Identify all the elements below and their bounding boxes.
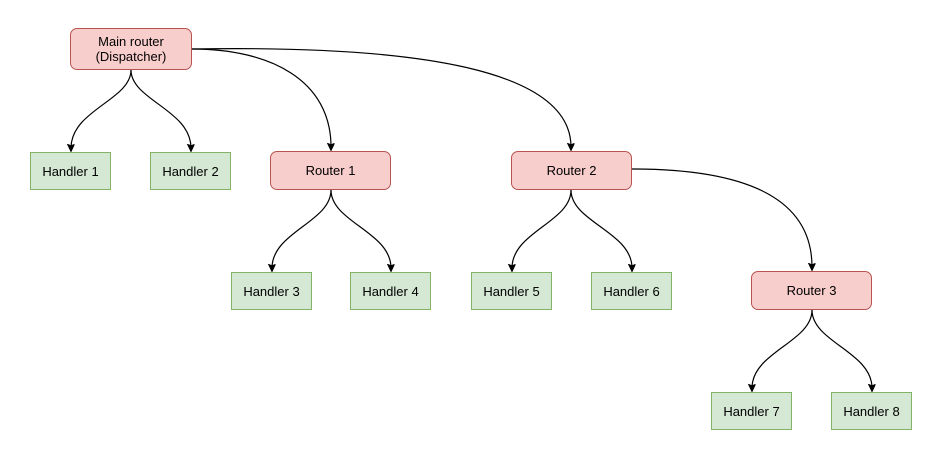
edge-router-2-to-router-3	[631, 168, 812, 267]
edge-router-3-to-handler-8	[811, 309, 872, 388]
edge-router-2-to-handler-6	[570, 189, 632, 268]
node-handler-1[interactable]: Handler 1	[30, 152, 111, 190]
node-handler-7[interactable]: Handler 7	[711, 392, 792, 430]
edge-main-to-router-2	[191, 48, 571, 147]
edge-router-2-to-handler-5	[512, 189, 572, 268]
node-label-handler-6: Handler 6	[603, 283, 660, 299]
edge-router-3-to-handler-7	[752, 309, 813, 388]
edge-router-1-to-handler-3	[272, 189, 332, 268]
node-handler-4[interactable]: Handler 4	[350, 272, 431, 310]
node-label-router-1: Router 1	[305, 163, 356, 178]
node-router-3[interactable]: Router 3	[751, 271, 872, 310]
node-label-handler-2: Handler 2	[162, 163, 219, 179]
node-label-handler-3: Handler 3	[243, 283, 300, 299]
node-label-main-router: Main router (Dispatcher)	[95, 34, 167, 64]
node-router-2[interactable]: Router 2	[511, 151, 632, 190]
node-label-handler-5: Handler 5	[483, 283, 540, 299]
edge-main-to-router-1	[191, 48, 331, 147]
node-label-handler-7: Handler 7	[723, 403, 780, 419]
node-router-1[interactable]: Router 1	[270, 151, 391, 190]
edge-router-1-to-handler-4	[330, 189, 391, 268]
node-handler-8[interactable]: Handler 8	[831, 392, 912, 430]
node-handler-5[interactable]: Handler 5	[471, 272, 552, 310]
node-label-router-3: Router 3	[786, 283, 837, 298]
node-handler-3[interactable]: Handler 3	[231, 272, 312, 310]
node-label-handler-4: Handler 4	[362, 283, 419, 299]
node-label-handler-1: Handler 1	[42, 163, 99, 179]
node-main-router[interactable]: Main router (Dispatcher)	[70, 28, 192, 70]
node-handler-2[interactable]: Handler 2	[150, 152, 231, 190]
edges-group	[71, 48, 872, 388]
node-label-router-2: Router 2	[546, 163, 597, 178]
edge-main-to-handler-2	[130, 69, 191, 148]
node-handler-6[interactable]: Handler 6	[591, 272, 672, 310]
node-label-handler-8: Handler 8	[843, 403, 900, 419]
edge-main-to-handler-1	[71, 69, 132, 148]
